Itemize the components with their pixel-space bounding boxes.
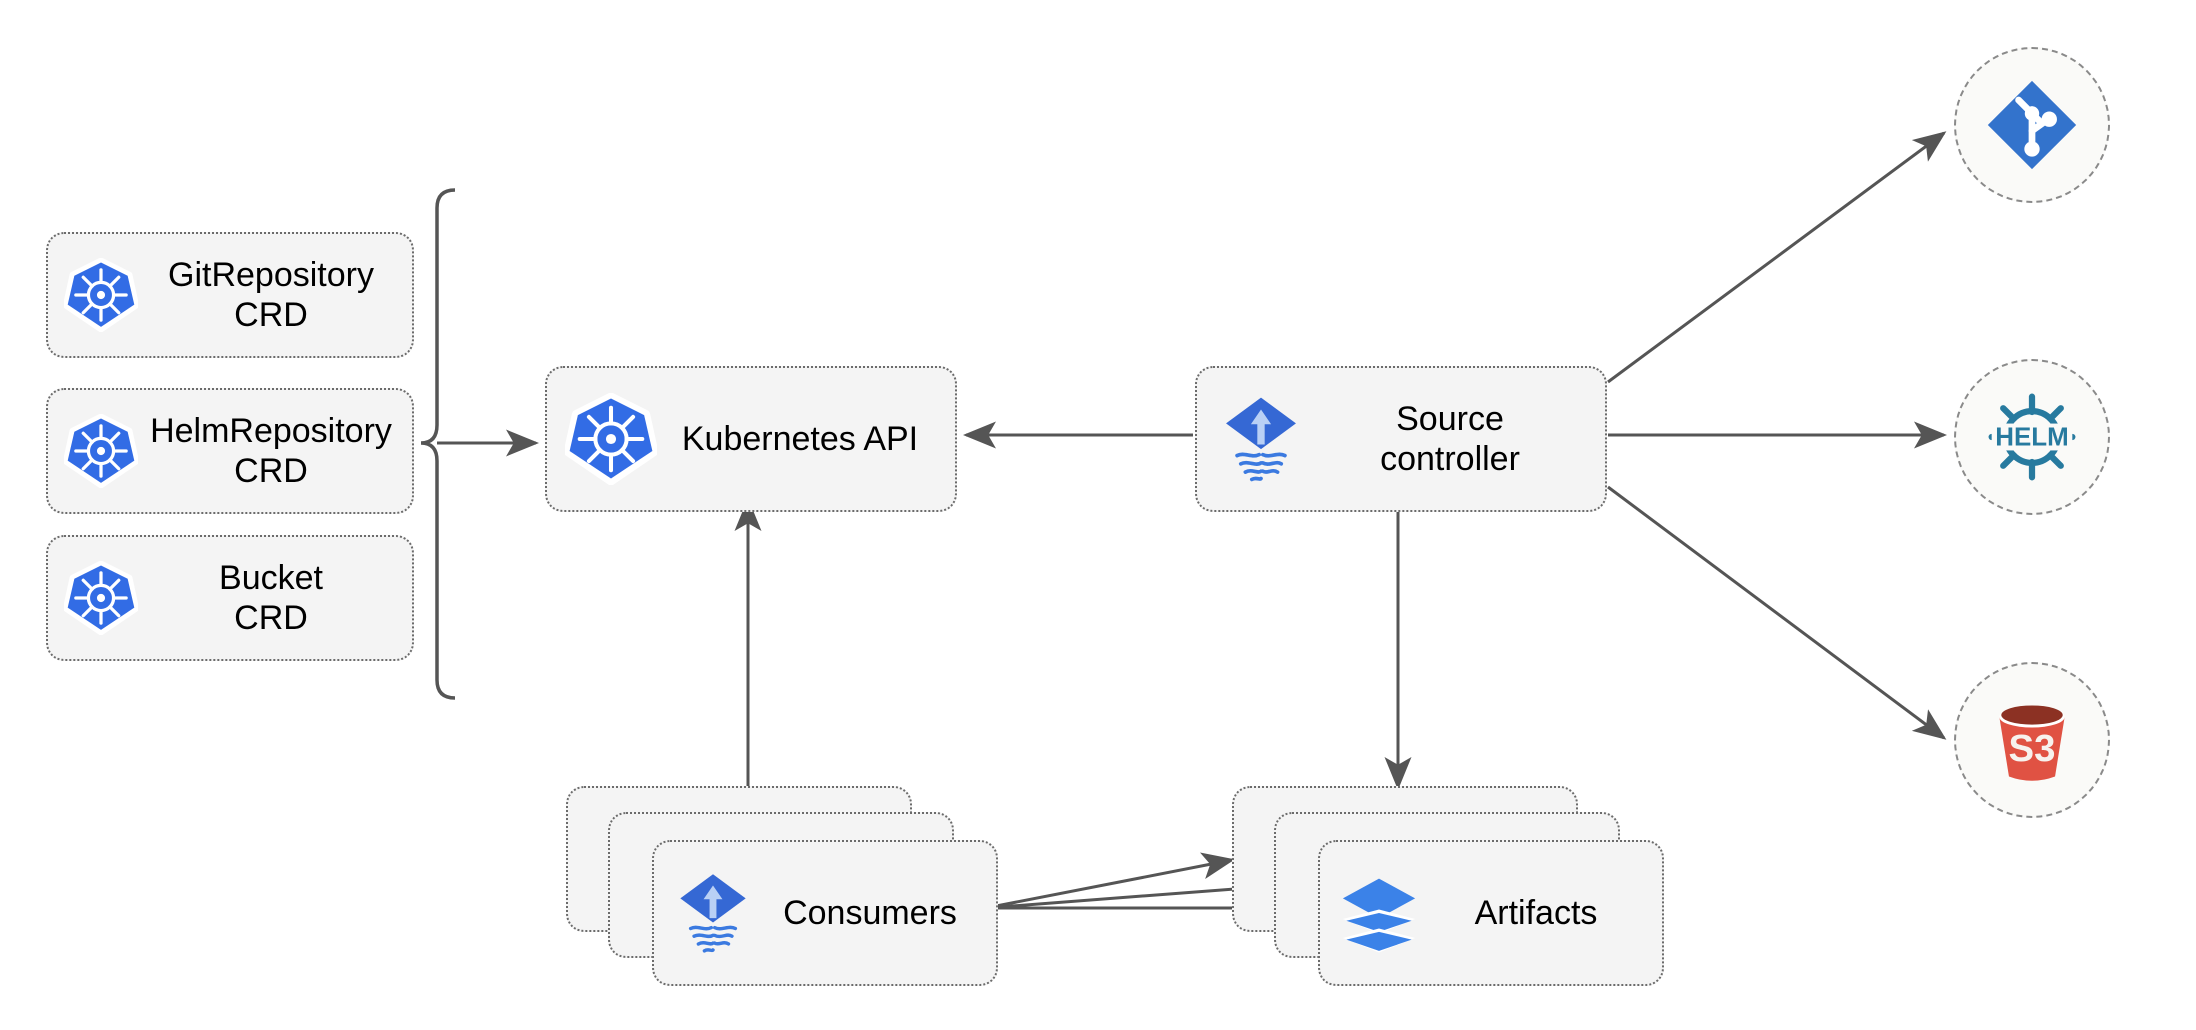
node-helmrepository-crd[interactable]: HelmRepository CRD <box>46 388 414 514</box>
node-label: Kubernetes API <box>681 419 919 458</box>
source-helm[interactable]: HELM <box>1954 359 2110 515</box>
flux-icon <box>1215 393 1307 485</box>
node-source-controller[interactable]: Source controller <box>1195 366 1607 512</box>
kubernetes-icon <box>62 560 140 636</box>
edge-consumers-to-artifacts-2 <box>985 874 1277 910</box>
kubernetes-icon <box>62 413 140 489</box>
stack-layer-front[interactable]: Artifacts <box>1318 840 1664 986</box>
helm-label: HELM <box>1995 424 2068 452</box>
edge-source-controller-to-git <box>1607 131 1947 384</box>
kubernetes-icon <box>62 257 140 333</box>
node-label: Consumers <box>783 893 957 932</box>
edge-consumers-to-artifacts-1 <box>985 852 1235 910</box>
node-label: Source controller <box>1380 399 1520 478</box>
s3-label: S3 <box>2009 727 2056 770</box>
node-kubernetes-api[interactable]: Kubernetes API <box>545 366 957 512</box>
stack-layer-front[interactable]: Consumers <box>652 840 998 986</box>
node-label: Bucket CRD <box>219 558 323 637</box>
node-label: HelmRepository CRD <box>150 411 392 490</box>
node-gitrepository-crd[interactable]: GitRepository CRD <box>46 232 414 358</box>
node-bucket-crd[interactable]: Bucket CRD <box>46 535 414 661</box>
git-icon <box>1984 77 2080 173</box>
edge-source-controller-to-s3 <box>1607 485 1947 740</box>
node-consumers[interactable]: Consumers <box>566 786 998 986</box>
node-label: Artifacts <box>1474 893 1598 932</box>
node-label: GitRepository CRD <box>168 255 374 334</box>
flux-icon <box>670 870 756 956</box>
kubernetes-icon <box>563 392 659 486</box>
source-git[interactable] <box>1954 47 2110 203</box>
layers-icon <box>1336 870 1422 956</box>
node-artifacts[interactable]: Artifacts <box>1232 786 1664 986</box>
crd-group-brace <box>420 188 456 700</box>
helm-icon: HELM <box>1984 389 2080 485</box>
s3-bucket-icon: S3 <box>1984 692 2080 788</box>
source-s3[interactable]: S3 <box>1954 662 2110 818</box>
